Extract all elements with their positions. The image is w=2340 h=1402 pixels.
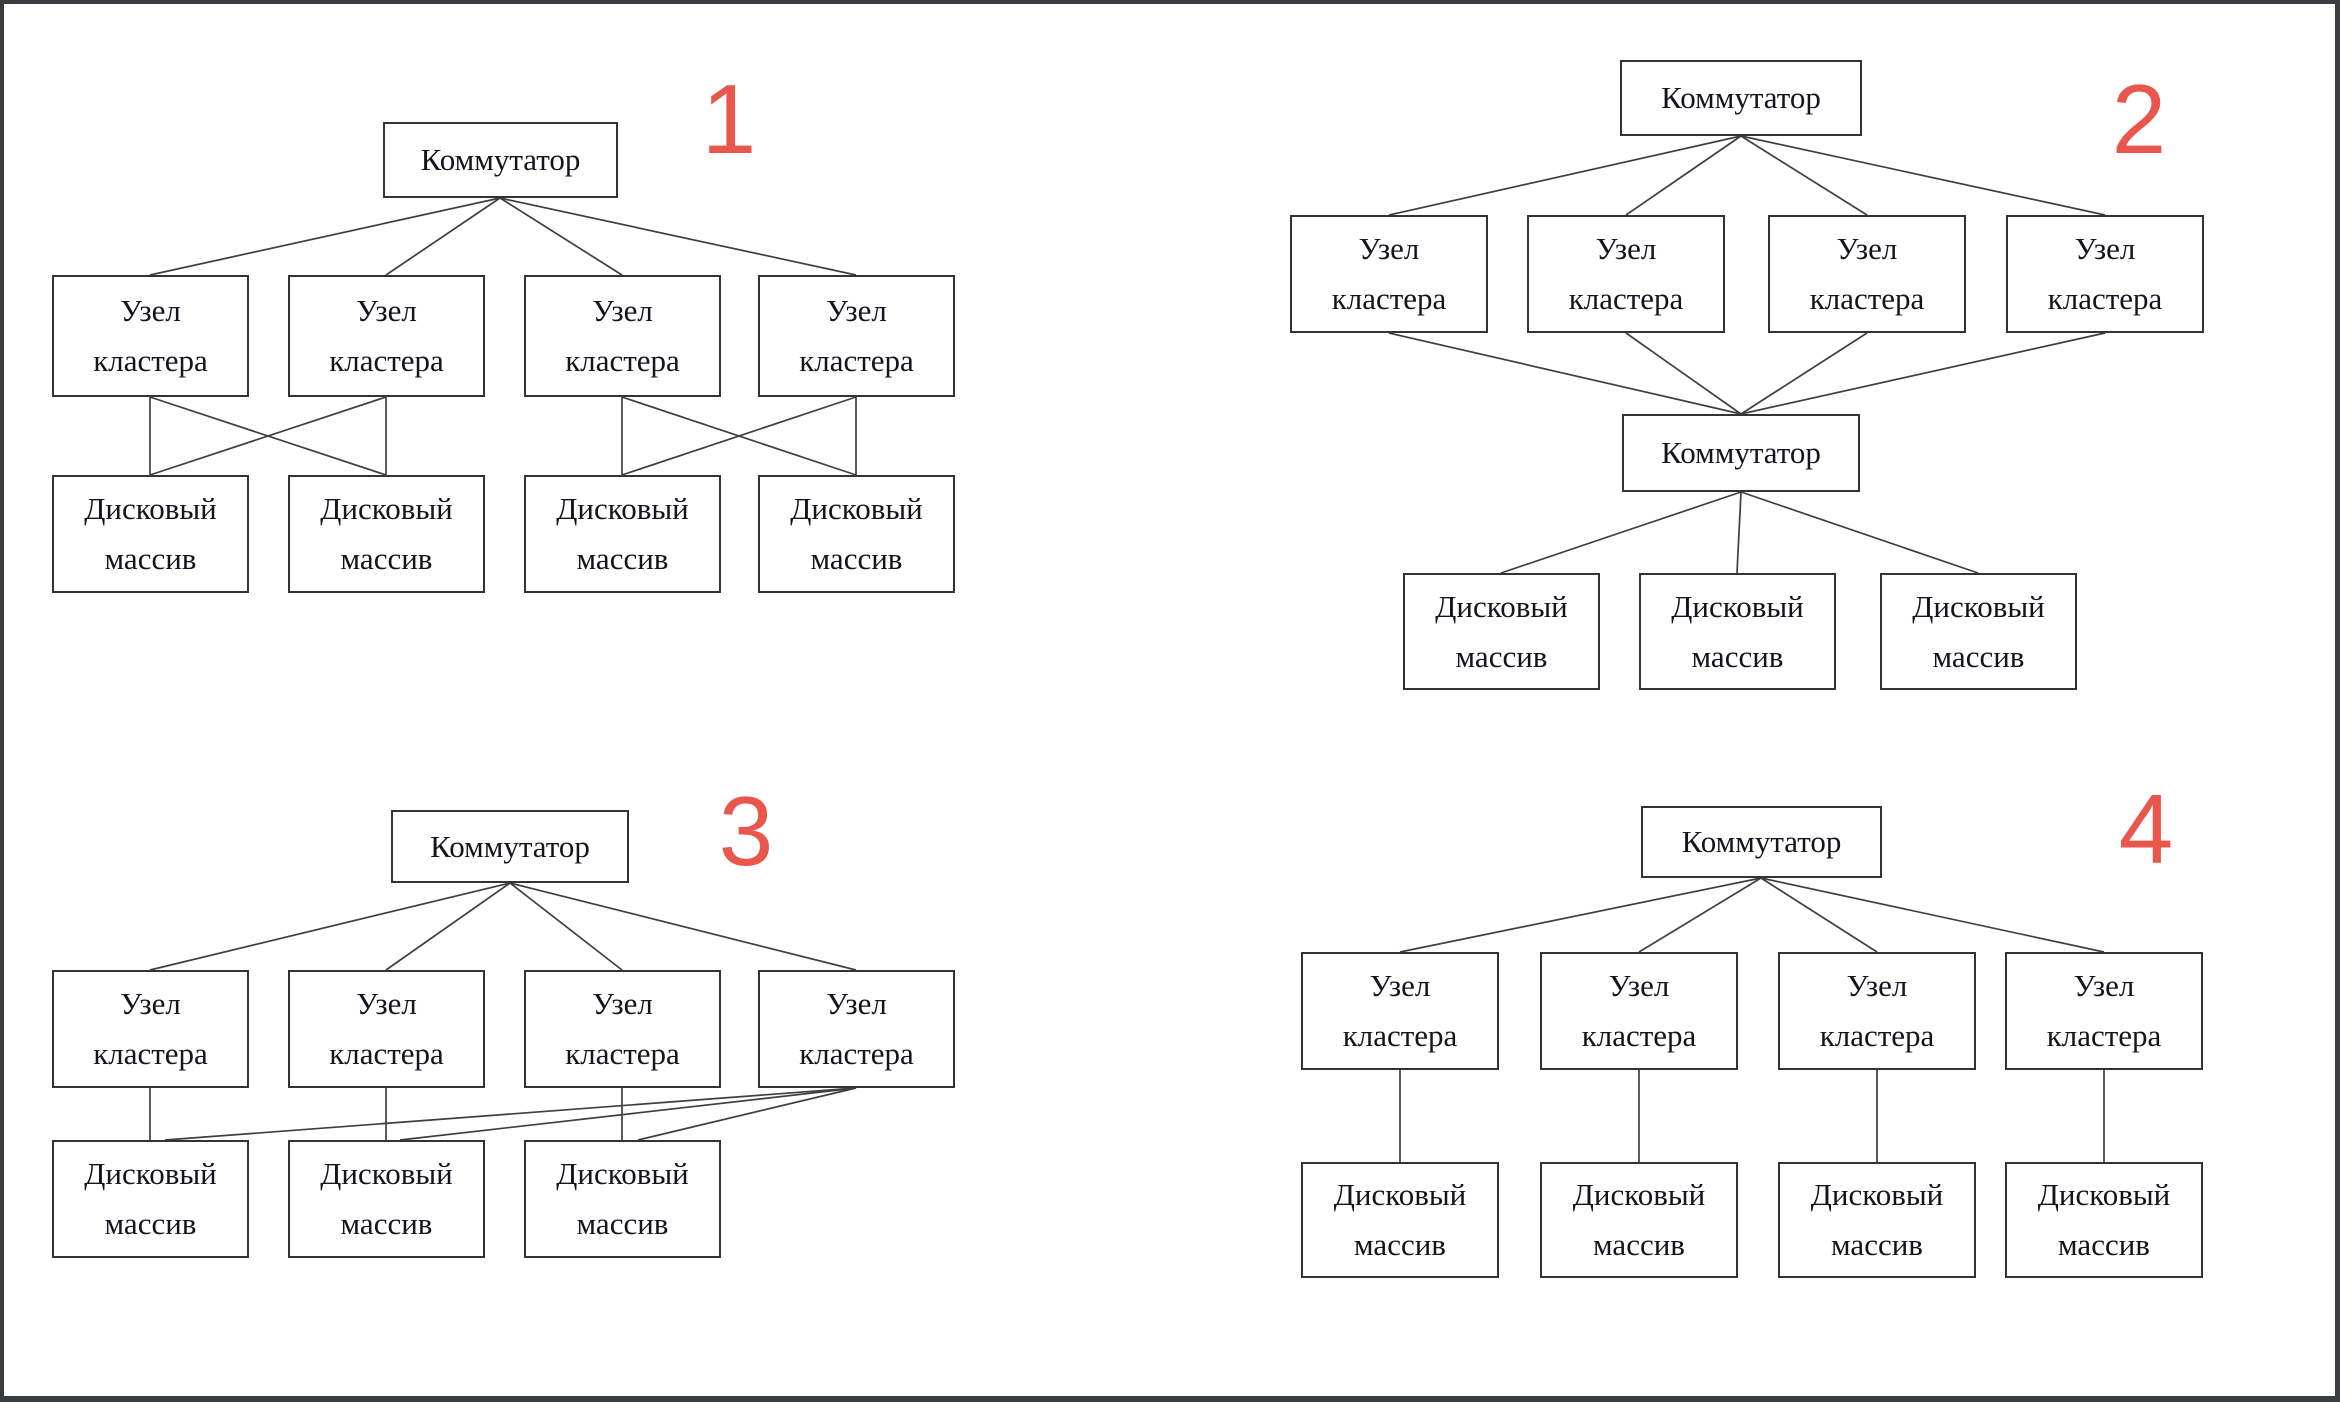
connector-line bbox=[1740, 332, 2106, 415]
connector-line bbox=[1625, 135, 1742, 216]
connector-line bbox=[637, 1087, 857, 1141]
disk-array-box: Дисковый массив bbox=[52, 1140, 249, 1258]
disk-array-box: Дисковый массив bbox=[1403, 573, 1600, 690]
cluster-node-box: Узел кластера bbox=[1540, 952, 1738, 1070]
cluster-node-box: Узел кластера bbox=[1301, 952, 1499, 1070]
connector-line bbox=[1388, 135, 1742, 216]
diagram-number: 1 bbox=[701, 64, 757, 174]
connector-line bbox=[149, 882, 511, 971]
switch-box: Коммутатор bbox=[1620, 60, 1862, 136]
connector-line bbox=[621, 396, 857, 476]
connector-line bbox=[1740, 135, 2106, 216]
connector-line bbox=[1760, 877, 1878, 953]
disk-array-box: Дисковый массив bbox=[1880, 573, 2077, 690]
cluster-node-box: Узел кластера bbox=[1527, 215, 1725, 333]
cluster-node-box: Узел кластера bbox=[524, 970, 721, 1088]
disk-array-box: Дисковый массив bbox=[1778, 1162, 1976, 1278]
disk-array-box: Дисковый массив bbox=[1639, 573, 1836, 690]
disk-array-box: Дисковый массив bbox=[288, 475, 485, 593]
cluster-node-box: Узел кластера bbox=[758, 970, 955, 1088]
cluster-node-box: Узел кластера bbox=[524, 275, 721, 397]
connector-line bbox=[1399, 877, 1762, 953]
disk-array-box: Дисковый массив bbox=[52, 475, 249, 593]
connector-line bbox=[509, 882, 623, 971]
switch-box: Коммутатор bbox=[1622, 414, 1860, 492]
connector-line bbox=[499, 197, 623, 276]
diagram-number: 2 bbox=[2111, 64, 2167, 174]
cluster-node-box: Узел кластера bbox=[758, 275, 955, 397]
disk-array-box: Дисковый массив bbox=[1540, 1162, 1738, 1278]
cluster-node-box: Узел кластера bbox=[52, 275, 249, 397]
connector-line bbox=[1760, 877, 2105, 953]
cluster-node-box: Узел кластера bbox=[2005, 952, 2203, 1070]
connector-line bbox=[1740, 332, 1868, 415]
disk-array-box: Дисковый массив bbox=[524, 1140, 721, 1258]
cluster-node-box: Узел кластера bbox=[288, 275, 485, 397]
switch-box: Коммутатор bbox=[383, 122, 618, 198]
switch-box: Коммутатор bbox=[1641, 806, 1882, 878]
connector-line bbox=[1625, 332, 1742, 415]
connector-line bbox=[1638, 877, 1762, 953]
cluster-node-box: Узел кластера bbox=[288, 970, 485, 1088]
switch-box: Коммутатор bbox=[391, 810, 629, 883]
connector-line bbox=[149, 396, 387, 476]
connector-line bbox=[1740, 135, 1868, 216]
diagram-number: 4 bbox=[2118, 774, 2174, 884]
cluster-node-box: Узел кластера bbox=[52, 970, 249, 1088]
connector-line bbox=[499, 197, 857, 276]
cluster-node-box: Узел кластера bbox=[1778, 952, 1976, 1070]
connector-line bbox=[1740, 491, 1979, 574]
connector-line bbox=[399, 1087, 857, 1141]
connector-line bbox=[1500, 491, 1742, 574]
connector-line bbox=[1736, 491, 1742, 574]
connector-line bbox=[509, 882, 857, 971]
disk-array-box: Дисковый массив bbox=[288, 1140, 485, 1258]
connector-line bbox=[149, 197, 501, 276]
disk-array-box: Дисковый массив bbox=[1301, 1162, 1499, 1278]
connector-line bbox=[164, 1087, 857, 1141]
cluster-node-box: Узел кластера bbox=[2006, 215, 2204, 333]
cluster-node-box: Узел кластера bbox=[1290, 215, 1488, 333]
cluster-node-box: Узел кластера bbox=[1768, 215, 1966, 333]
connector-line bbox=[385, 882, 511, 971]
disk-array-box: Дисковый массив bbox=[758, 475, 955, 593]
disk-array-box: Дисковый массив bbox=[524, 475, 721, 593]
connector-line bbox=[385, 197, 501, 276]
disk-array-box: Дисковый массив bbox=[2005, 1162, 2203, 1278]
connector-line bbox=[1388, 332, 1742, 415]
diagram-number: 3 bbox=[718, 776, 774, 886]
